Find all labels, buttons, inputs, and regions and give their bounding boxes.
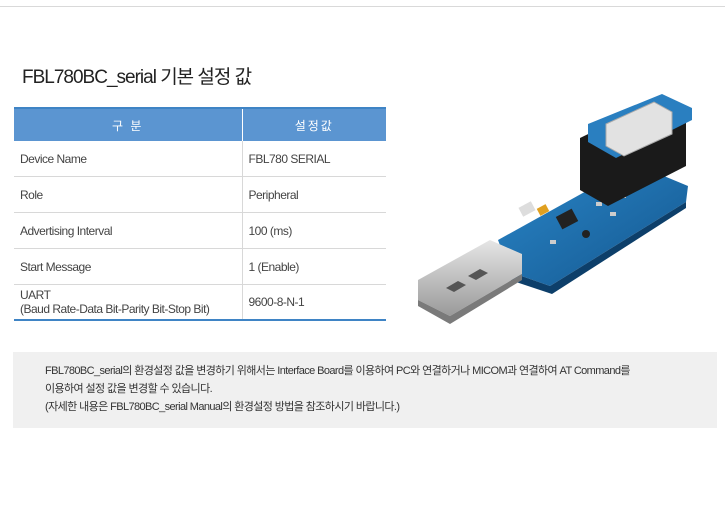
pcb-edge bbox=[510, 202, 686, 294]
settings-table: 구 분 설정값 Device Name FBL780 SERIAL Role P… bbox=[14, 107, 386, 321]
note-line: FBL780BC_serial의 환경설정 값을 변경하기 위해서는 Inter… bbox=[45, 365, 630, 377]
info-note-box: FBL780BC_serial의 환경설정 값을 변경하기 위해서는 Inter… bbox=[13, 352, 717, 428]
top-divider bbox=[0, 6, 725, 7]
setting-name: Advertising Interval bbox=[14, 212, 243, 249]
usb-serial-board-photo bbox=[418, 94, 692, 324]
resistor bbox=[550, 240, 556, 244]
led bbox=[536, 204, 550, 216]
pcb-board bbox=[498, 164, 688, 286]
button bbox=[582, 230, 590, 238]
setting-value: 100 (ms) bbox=[242, 212, 386, 249]
chip bbox=[555, 208, 579, 230]
setting-value: Peripheral bbox=[242, 176, 386, 213]
setting-name-line: (Baud Rate-Data Bit-Parity Bit-Stop Bit) bbox=[20, 302, 210, 316]
setting-name-line: UART bbox=[20, 288, 51, 302]
table-row: Advertising Interval 100 (ms) bbox=[14, 212, 386, 249]
ble-module-shield bbox=[605, 101, 673, 157]
note-line: 이용하여 설정 값을 변경할 수 있습니다. bbox=[45, 383, 213, 395]
note-line: (자세한 내용은 FBL780BC_serial Manual의 환경설정 방법… bbox=[45, 401, 400, 413]
setting-value: 1 (Enable) bbox=[242, 248, 386, 285]
setting-name: Start Message bbox=[14, 248, 243, 285]
setting-value: FBL780 SERIAL bbox=[242, 141, 386, 177]
table-row: UART (Baud Rate-Data Bit-Parity Bit-Stop… bbox=[14, 284, 386, 320]
table-row: Role Peripheral bbox=[14, 176, 386, 213]
resistor bbox=[596, 202, 602, 206]
column-header-category: 구 분 bbox=[14, 108, 243, 141]
setting-value: 9600-8-N-1 bbox=[248, 295, 305, 309]
table-row: Start Message 1 (Enable) bbox=[14, 248, 386, 285]
usb-plug bbox=[418, 240, 522, 316]
column-header-value: 설정값 bbox=[242, 108, 386, 141]
resistor bbox=[610, 212, 616, 216]
usb-contact bbox=[446, 281, 466, 292]
setting-name-uart: UART (Baud Rate-Data Bit-Parity Bit-Stop… bbox=[14, 284, 243, 320]
table-row: Device Name FBL780 SERIAL bbox=[14, 141, 386, 177]
setting-name: Role bbox=[14, 176, 243, 213]
setting-name: Device Name bbox=[14, 141, 243, 177]
usb-contact bbox=[468, 269, 488, 280]
switch bbox=[518, 201, 536, 217]
page-title: FBL780BC_serial 기본 설정 값 bbox=[22, 67, 252, 88]
table-header-row: 구 분 설정값 bbox=[14, 108, 386, 141]
